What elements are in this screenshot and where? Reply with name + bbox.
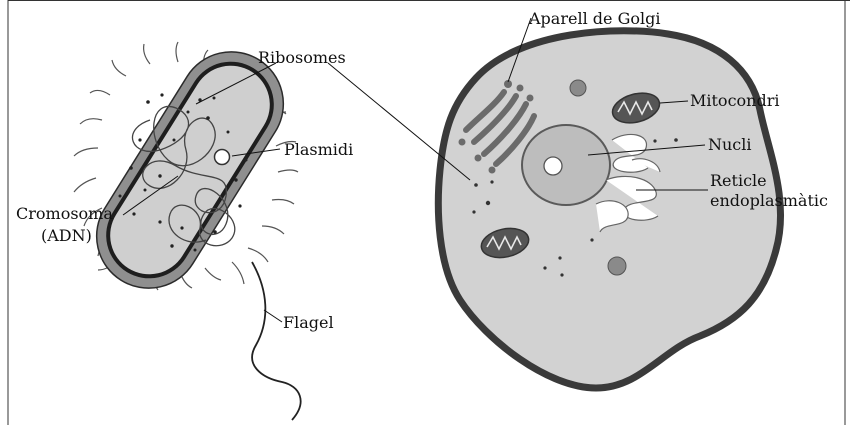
label-flagel: Flagel <box>283 313 334 332</box>
label-ribosomes: Ribosomes <box>258 48 346 67</box>
label-golgi: Aparell de Golgi <box>528 9 660 28</box>
label-reticle: Reticle <box>710 171 767 190</box>
label-plasmidi: Plasmidi <box>284 140 353 159</box>
label-mitocondri: Mitocondri <box>690 91 779 110</box>
label-adn: (ADN) <box>41 226 92 245</box>
plasmid <box>215 150 230 165</box>
vesicle-top <box>570 80 586 96</box>
nucleolus <box>544 157 562 175</box>
nucleus <box>522 125 610 205</box>
flagellum <box>252 262 301 420</box>
bacterium <box>74 32 303 420</box>
label-cromosoma: Cromosoma <box>16 204 113 223</box>
label-endoplasmatic: endoplasmàtic <box>710 191 828 210</box>
label-nucli: Nucli <box>708 135 752 154</box>
vesicle-bottom <box>608 257 626 275</box>
